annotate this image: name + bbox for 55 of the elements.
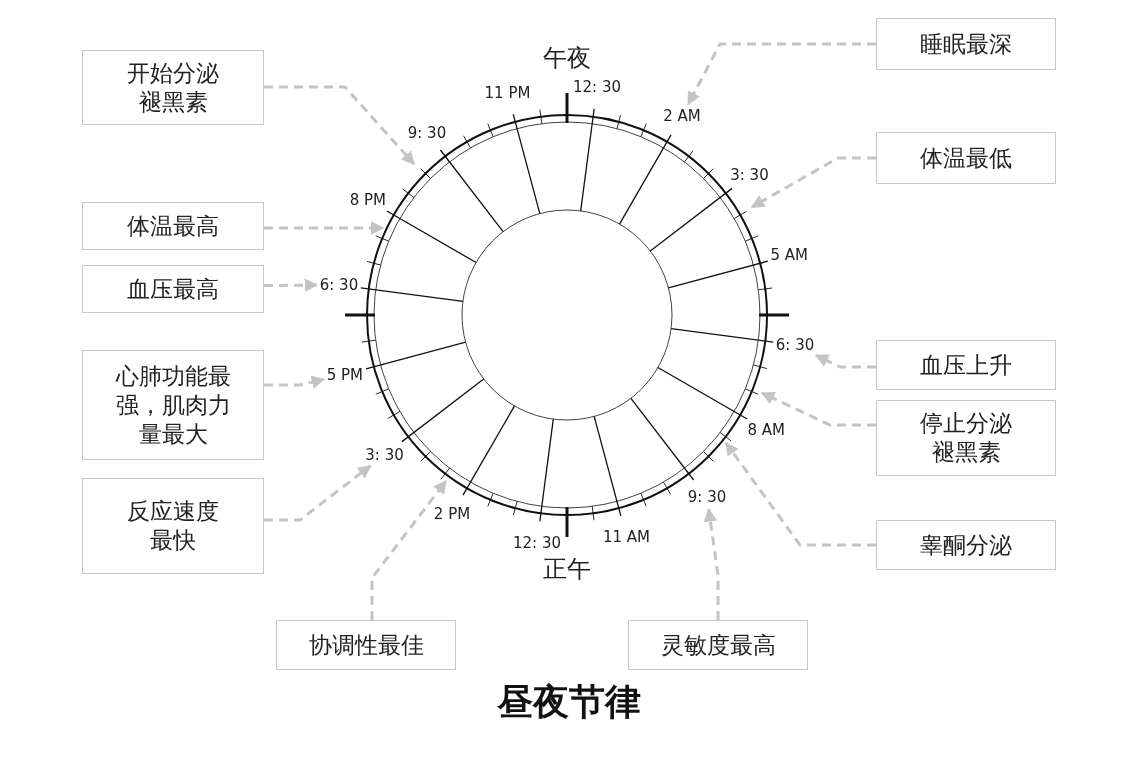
callout-box (876, 132, 1056, 184)
callout-box (82, 50, 264, 125)
leader-arrow (724, 441, 876, 547)
callout-box (876, 18, 1056, 70)
noon-label: 正午 (543, 554, 591, 585)
leader-arrow (264, 375, 326, 389)
leader-arrow (760, 391, 876, 427)
time-label: 11 AM (603, 528, 651, 547)
leader-arrow (264, 85, 416, 165)
time-label: 2 AM (663, 106, 701, 125)
time-label: 9: 30 (687, 488, 727, 507)
callout-box (82, 265, 264, 313)
leader-arrow (370, 479, 448, 620)
callout-box (82, 350, 264, 460)
leader-arrow (750, 156, 876, 209)
time-label: 12: 30 (512, 534, 561, 553)
callout-text: 睾酮分泌 (920, 530, 1012, 560)
callout-box (82, 202, 264, 250)
callout-text: 开始分泌褪黑素 (126, 58, 220, 117)
callout-box (276, 620, 456, 670)
callout-text: 血压最高 (127, 274, 219, 304)
leader-arrow (686, 42, 876, 106)
time-label: 3: 30 (730, 166, 769, 184)
time-label: 11 PM (484, 83, 531, 102)
callout-text: 体温最高 (127, 211, 219, 241)
callout-text: 灵敏度最高 (660, 630, 776, 660)
time-label: 9: 30 (407, 123, 447, 142)
leader-arrow (264, 464, 372, 522)
callout-box (876, 340, 1056, 390)
leader-arrow (703, 508, 720, 620)
time-label: 2 PM (433, 505, 471, 524)
callout-box (628, 620, 808, 670)
midnight-label: 午夜 (543, 43, 591, 74)
leader-arrow (814, 353, 876, 369)
callout-box (82, 478, 264, 574)
time-label: 6: 30 (319, 275, 359, 294)
callout-text: 协调性最佳 (308, 630, 424, 660)
time-label: 8 AM (747, 421, 785, 439)
callout-text: 停止分泌褪黑素 (919, 409, 1013, 467)
callout-text: 体温最低 (920, 143, 1012, 173)
leader-arrow (264, 221, 385, 235)
leader-arrow (264, 278, 319, 292)
callout-box (876, 400, 1056, 476)
time-label: 5 AM (770, 246, 808, 265)
callout-text: 睡眠最深 (920, 29, 1012, 59)
time-label: 6: 30 (775, 336, 815, 354)
callout-text: 反应速度最快 (126, 497, 220, 555)
time-label: 12: 30 (573, 77, 621, 96)
time-label: 8 PM (349, 191, 386, 209)
time-label: 5 PM (326, 365, 363, 384)
diagram-title: 昼夜节律 (497, 680, 641, 722)
callout-text: 心肺功能最强，肌肉力量最大 (114, 361, 232, 449)
callout-box (876, 520, 1056, 570)
time-label: 3: 30 (365, 446, 404, 464)
callout-text: 血压上升 (920, 350, 1012, 380)
